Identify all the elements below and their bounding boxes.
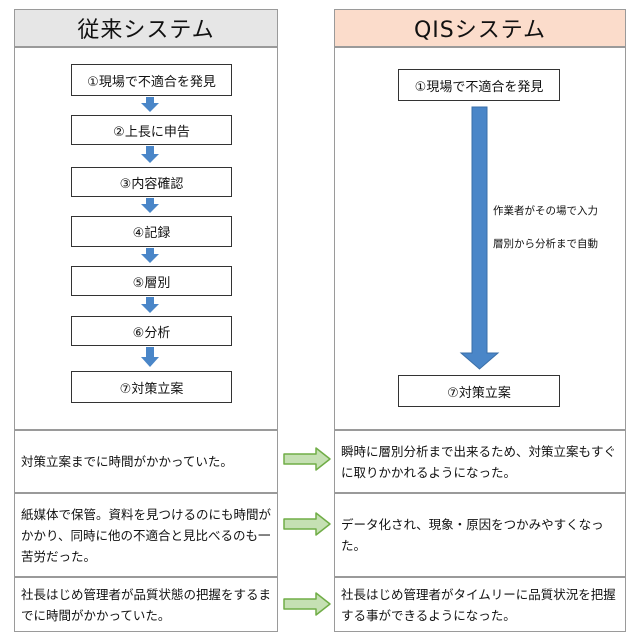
- down-arrow-4: [141, 248, 159, 263]
- left-note-2: 紙媒体で保管。資料を見つけるのにも時間がかかり、同時に他の不適合と見比べるのも一…: [14, 493, 278, 577]
- left-step-2-label: ②上長に申告: [113, 124, 190, 140]
- right-arrow-3: [283, 592, 331, 616]
- left-step-5: ⑤層別: [71, 266, 232, 296]
- right-arrow-1: [283, 447, 331, 471]
- down-arrow-3: [141, 198, 159, 213]
- left-note-3: 社長はじめ管理者が品質状態の把握をするまでに時間がかかっていた。: [14, 577, 278, 632]
- left-step-6: ⑥分析: [71, 316, 232, 346]
- left-step-7-label: ⑦対策立案: [119, 381, 184, 397]
- arrow-note-auto: 層別から分析まで自動: [493, 236, 598, 251]
- right-step-1: ①現場で不適合を発見: [398, 69, 560, 101]
- right-note-2: データ化され、現象・原因をつかみやすくなった。: [334, 493, 626, 577]
- left-note-2-text: 紙媒体で保管。資料を見つけるのにも時間がかかり、同時に他の不適合と見比べるのも一…: [21, 506, 272, 564]
- left-step-4: ④記録: [71, 216, 232, 247]
- down-arrow-6: [141, 347, 159, 367]
- right-note-2-text: データ化され、現象・原因をつかみやすくなった。: [341, 517, 604, 553]
- right-step-7: ⑦対策立案: [398, 375, 560, 407]
- left-step-3-label: ③内容確認: [119, 176, 184, 192]
- down-arrow-2: [141, 146, 159, 163]
- left-header-title: 従来システム: [77, 18, 215, 43]
- left-note-1-text: 対策立案までに時間がかかっていた。: [21, 454, 233, 469]
- left-step-7: ⑦対策立案: [71, 371, 232, 403]
- right-note-3: 社長はじめ管理者がタイムリーに品質状況を把握する事ができるようになった。: [334, 577, 626, 632]
- left-step-2: ②上長に申告: [71, 115, 232, 145]
- big-down-arrow: [459, 106, 500, 370]
- left-step-6-label: ⑥分析: [132, 325, 171, 341]
- right-note-3-text: 社長はじめ管理者がタイムリーに品質状況を把握する事ができるようになった。: [341, 586, 616, 623]
- left-step-4-label: ④記録: [132, 226, 171, 241]
- arrow-note-input-text: 作業者がその場で入力: [493, 205, 598, 217]
- left-note-3-text: 社長はじめ管理者が品質状態の把握をするまでに時間がかかっていた。: [21, 586, 272, 623]
- down-arrow-1: [141, 97, 159, 112]
- left-header: 従来システム: [14, 9, 278, 47]
- right-step-7-label: ⑦対策立案: [447, 385, 511, 401]
- right-step-1-label: ①現場で不適合を発見: [414, 79, 544, 95]
- down-arrow-5: [141, 297, 159, 313]
- left-step-5-label: ⑤層別: [132, 275, 171, 291]
- right-header: QISシステム: [334, 9, 626, 47]
- right-note-1-text: 瞬時に層別分析まで出来るため、対策立案もすぐに取りかかれるようになった。: [341, 443, 617, 480]
- right-header-title: QISシステム: [413, 18, 547, 43]
- left-note-1: 対策立案までに時間がかかっていた。: [14, 430, 278, 493]
- left-step-1-label: ①現場で不適合を発見: [87, 74, 216, 90]
- left-step-3: ③内容確認: [71, 167, 232, 197]
- right-note-1: 瞬時に層別分析まで出来るため、対策立案もすぐに取りかかれるようになった。: [334, 430, 626, 493]
- arrow-note-input: 作業者がその場で入力: [493, 203, 598, 218]
- arrow-note-auto-text: 層別から分析まで自動: [493, 238, 598, 250]
- right-arrow-2: [283, 512, 331, 536]
- left-step-1: ①現場で不適合を発見: [71, 64, 232, 96]
